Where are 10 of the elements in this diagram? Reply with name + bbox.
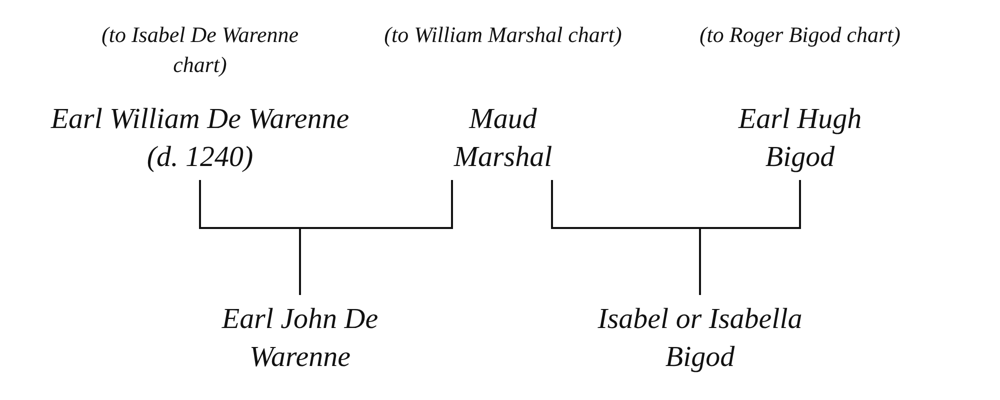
chart-reference-note: (to William Marshal chart) [383, 21, 623, 49]
descent-line [699, 180, 801, 295]
person-name: Earl William De Warenne (d. 1240) [40, 100, 360, 176]
person-name: Earl John De Warenne [200, 300, 400, 376]
chart-reference-note: (to Isabel De Warenne chart) [100, 21, 300, 79]
person-name: Earl Hugh Bigod [705, 100, 895, 176]
person-name: Isabel or Isabella Bigod [580, 300, 820, 376]
chart-reference-note: (to Roger Bigod chart) [698, 21, 902, 49]
descent-line [299, 180, 453, 295]
person-name: Maud Marshal [423, 100, 583, 176]
